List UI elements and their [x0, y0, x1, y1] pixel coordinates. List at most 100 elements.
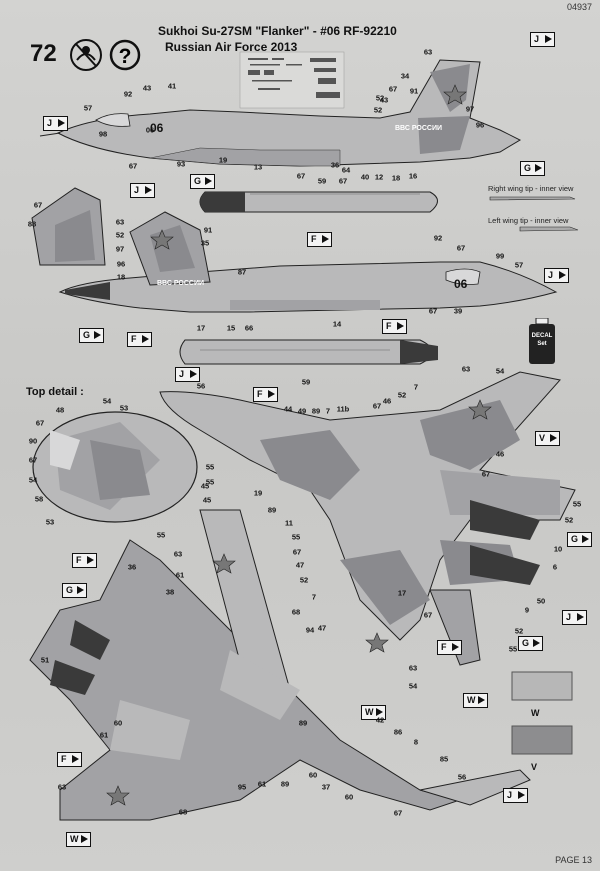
swatch-w-label: W: [531, 708, 540, 718]
callout-number: 54: [102, 396, 112, 406]
callout-number: 55: [205, 462, 215, 472]
callout-number: 14: [332, 319, 342, 329]
color-flag-f: F: [307, 232, 332, 247]
callout-number: 9: [524, 605, 530, 615]
callout-number: 41: [167, 81, 177, 91]
bottom-view: [29, 509, 531, 821]
callout-number: 8: [413, 737, 419, 747]
color-flag-f: F: [382, 319, 407, 334]
callout-number: 87: [237, 267, 247, 277]
callout-number: 88: [27, 219, 37, 229]
callout-number: 39: [453, 306, 463, 316]
callout-number: 53: [119, 403, 129, 413]
callout-number: 45: [202, 495, 212, 505]
callout-number: 36: [330, 160, 340, 170]
callout-number: 35: [200, 238, 210, 248]
color-flag-f: F: [253, 387, 278, 402]
swatch-w-color: [511, 671, 573, 701]
swatch-v-label: V: [531, 762, 538, 772]
color-flag-f: F: [127, 332, 152, 347]
callout-number: 44: [283, 404, 293, 414]
callout-number: 89: [311, 406, 321, 416]
age-rating-icon: [70, 39, 102, 71]
callout-number: 67: [428, 306, 438, 316]
callout-number: 11: [285, 518, 293, 528]
color-flag-g: G: [79, 328, 104, 343]
callout-number: 52: [564, 515, 574, 525]
callout-number: 7: [413, 382, 419, 392]
callout-number: 93: [176, 159, 186, 169]
callout-number: 46: [382, 396, 392, 406]
wing-tip-views: [489, 196, 579, 232]
color-flag-j: J: [530, 32, 555, 47]
callout-number: 43: [379, 95, 389, 105]
callout-number: 63: [423, 47, 433, 57]
color-flag-v: V: [535, 431, 560, 446]
callout-number: 16: [408, 171, 418, 181]
callout-number: 67: [128, 161, 138, 171]
callout-number: 43: [142, 83, 152, 93]
callout-number: 89: [298, 718, 308, 728]
callout-number: 67: [456, 243, 466, 253]
callout-number: 67: [296, 171, 306, 181]
callout-number: 61: [175, 570, 185, 580]
callout-number: 49: [297, 406, 307, 416]
callout-number: 94: [305, 625, 315, 635]
callout-number: 67: [481, 469, 491, 479]
callout-number: 45: [200, 481, 210, 491]
callout-number: 85: [439, 754, 449, 764]
callout-number: 50: [536, 596, 546, 606]
callout-number: 91: [203, 225, 213, 235]
callout-number: 40: [360, 172, 370, 182]
callout-number: 86: [393, 727, 403, 737]
callout-number: 6: [552, 562, 558, 572]
color-flag-g: G: [520, 161, 545, 176]
side-view-right: 06 ВВС РОССИИ: [31, 187, 558, 313]
callout-number: 96: [116, 259, 126, 269]
color-flag-f: F: [72, 553, 97, 568]
callout-number: 11b: [336, 404, 350, 414]
side-tail-number: 06: [150, 121, 164, 135]
engine-pod-upper: [199, 191, 438, 213]
operator-subtitle: Russian Air Force 2013: [165, 40, 298, 54]
callout-number: 95: [237, 782, 247, 792]
callout-number: 58: [34, 494, 44, 504]
callout-number: 61: [99, 730, 109, 740]
callout-number: 52: [375, 93, 385, 103]
callout-number: 59: [317, 176, 327, 186]
callout-number: 67: [372, 401, 382, 411]
callout-number: 60: [344, 792, 354, 802]
callout-number: 91: [409, 86, 419, 96]
callout-number: 55: [205, 477, 215, 487]
callout-number: 92: [433, 233, 443, 243]
svg-text:?: ?: [119, 45, 132, 68]
color-flag-g: G: [62, 583, 87, 598]
color-flag-g: G: [567, 532, 592, 547]
page-number: PAGE 13: [555, 855, 592, 865]
callout-number: 17: [397, 588, 407, 598]
wing-star-marking-bottom: [212, 553, 236, 574]
callout-number: 56: [457, 772, 467, 782]
color-flag-j: J: [503, 788, 528, 803]
callout-number: 12: [374, 172, 384, 182]
callout-number: 89: [267, 505, 277, 515]
callout-number: 55: [572, 499, 582, 509]
fuselage-star-marking: [443, 84, 467, 105]
callout-number: 99: [495, 251, 505, 261]
callout-number: 56: [196, 381, 206, 391]
callout-number: 46: [495, 449, 505, 459]
color-flag-w: W: [361, 705, 386, 720]
decal-label: DECAL: [531, 333, 553, 339]
callout-number: 60: [308, 770, 318, 780]
callout-number: 61: [257, 779, 267, 789]
callout-number: 68: [291, 607, 301, 617]
engine-pod-lower: [179, 339, 438, 365]
callout-number: 67: [33, 200, 43, 210]
callout-number: 96: [475, 120, 485, 130]
callout-number: 57: [514, 260, 524, 270]
callout-number: 52: [115, 230, 125, 240]
color-flag-j: J: [544, 268, 569, 283]
